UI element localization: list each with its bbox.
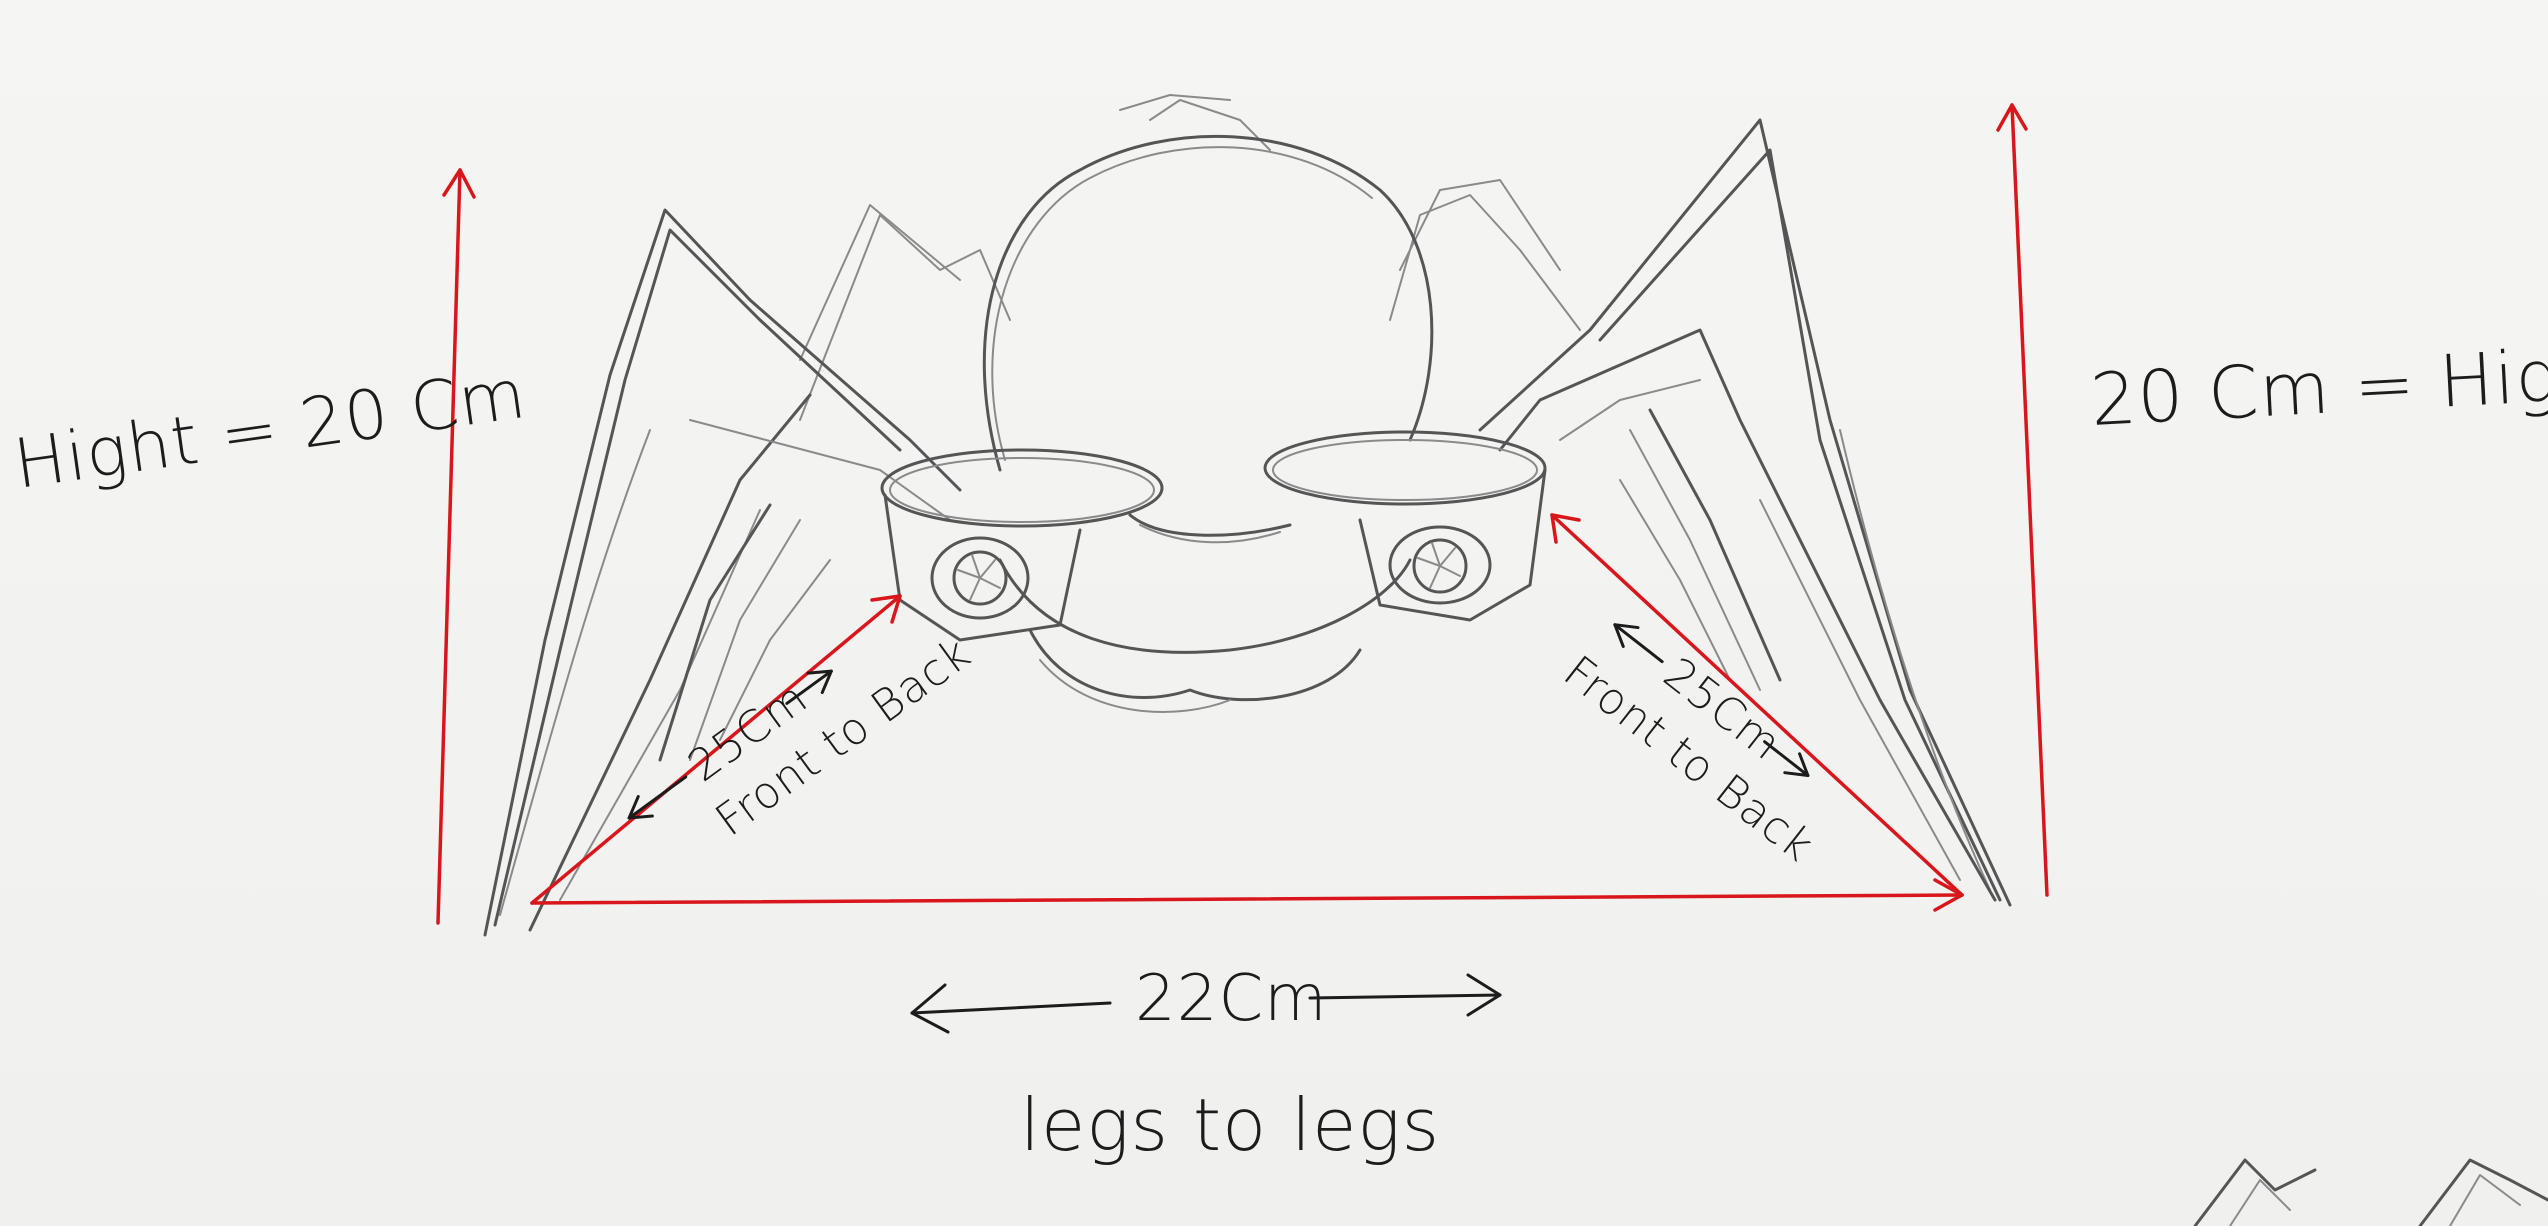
width-annotation: 22Cm (910, 962, 1502, 1036)
width-value: 22Cm (1135, 962, 1327, 1036)
width-caption: legs to legs (1020, 1083, 1440, 1167)
base-width-arrow (530, 878, 1964, 912)
body-underside (998, 513, 1412, 713)
left-front-leg (483, 208, 962, 937)
right-front-leg (1478, 118, 2012, 907)
measurement-lines (436, 103, 2049, 925)
right-depth-annotation: 25Cm Front to Back (1554, 623, 1823, 872)
left-depth-arrow (530, 594, 902, 905)
body-dome (982, 94, 1434, 472)
right-rotor (1263, 430, 1547, 622)
partial-sketch-corner (2193, 1158, 2548, 1226)
left-rotor (880, 448, 1164, 642)
back-legs (799, 99, 1581, 421)
spider-drone-drawing (483, 94, 2548, 1226)
left-height-arrow (436, 168, 476, 925)
right-height-label: 20 Cm = Hight (2088, 330, 2548, 442)
right-height-arrow (1996, 103, 2049, 897)
left-height-label: Hight = 20 Cm (9, 355, 531, 505)
right-depth-arrow (1550, 513, 1964, 897)
